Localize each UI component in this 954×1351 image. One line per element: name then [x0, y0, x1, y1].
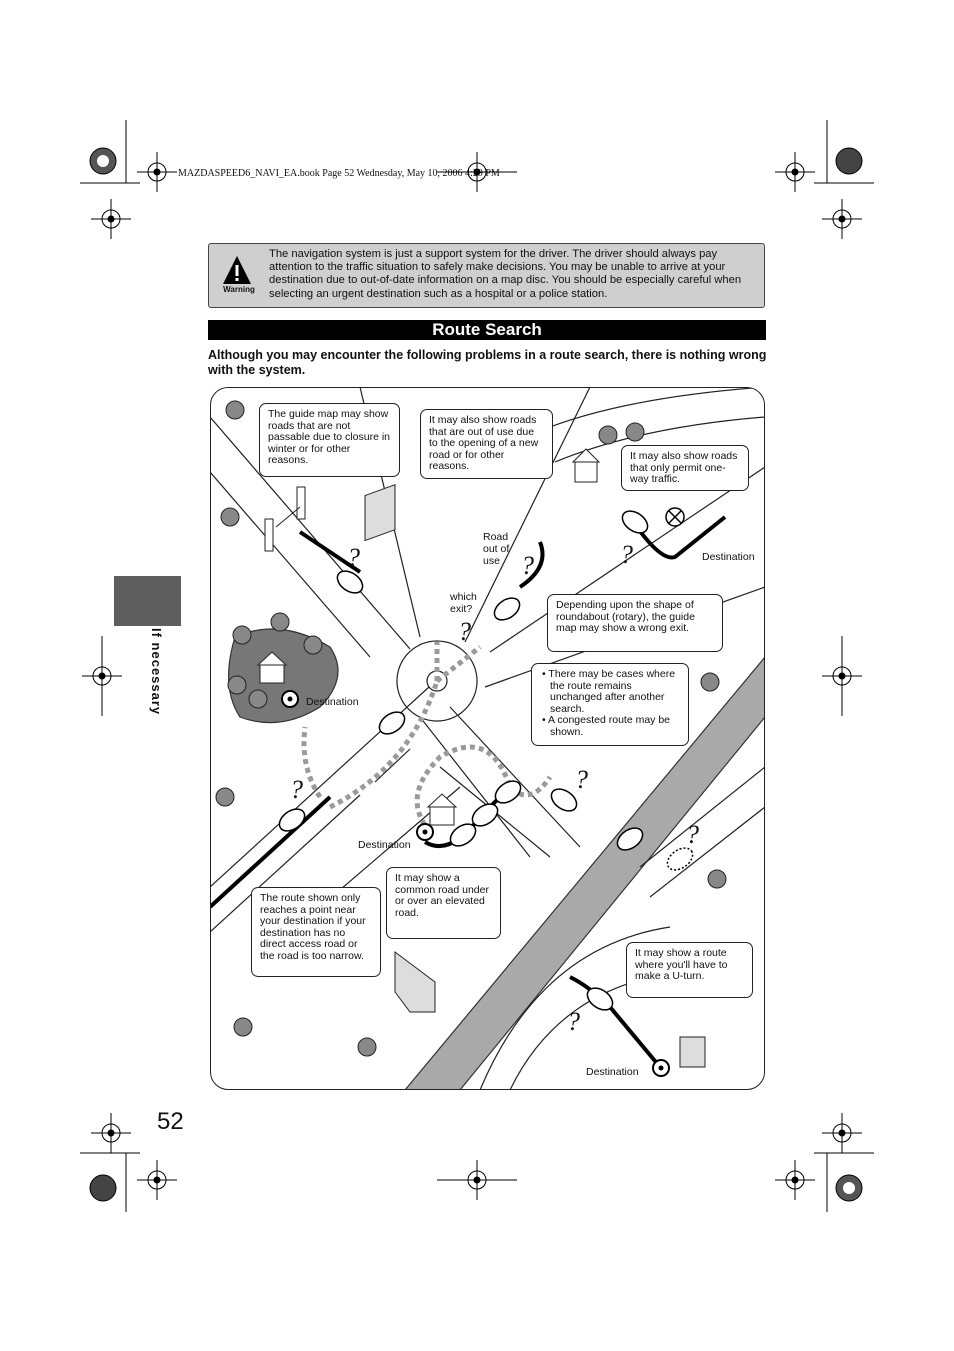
side-tab-label: If necessary	[149, 628, 164, 716]
callout-roundabout: Depending upon the shape of roundabout (…	[547, 594, 723, 652]
callout-unchanged-item-1: There may be cases where the route remai…	[548, 668, 680, 715]
callout-unchanged: There may be cases where the route remai…	[531, 663, 689, 746]
question-mark: ?	[521, 551, 534, 580]
label-which-exit: which exit?	[450, 591, 477, 615]
side-tab-marker	[114, 576, 181, 626]
book-header-line: MAZDASPEED6_NAVI_EA.book Page 52 Wednesd…	[178, 168, 500, 179]
callout-closure: The guide map may show roads that are no…	[259, 403, 400, 477]
question-mark: ?	[575, 765, 588, 794]
callout-elevated: It may show a common road under or over …	[386, 867, 501, 939]
callout-u-turn: It may show a route where you'll have to…	[626, 942, 753, 998]
question-mark: ?	[458, 617, 471, 646]
side-tab-label-container: If necessary	[140, 628, 170, 728]
map-frame	[210, 387, 765, 1090]
warning-box: Warning The navigation system is just a …	[208, 243, 765, 308]
label-destination-u-turn: Destination	[586, 1066, 639, 1078]
warning-text: The navigation system is just a support …	[269, 248, 742, 300]
warning-label: Warning	[223, 285, 255, 294]
section-title: Route Search	[208, 320, 766, 340]
question-mark: ?	[620, 540, 633, 569]
question-mark: ?	[290, 775, 303, 804]
label-destination-park: Destination	[306, 696, 359, 708]
label-destination-one-way: Destination	[702, 551, 755, 563]
callout-narrow: The route shown only reaches a point nea…	[251, 887, 381, 977]
warning-triangle-icon	[223, 256, 251, 284]
route-search-illustration: The guide map may show roads that are no…	[210, 387, 765, 1090]
question-mark: ?	[347, 543, 360, 572]
question-mark: ?	[567, 1007, 580, 1036]
callout-unchanged-item-2: A congested route may be shown.	[548, 714, 680, 738]
page-number: 52	[157, 1108, 184, 1135]
callout-one-way: It may also show roads that only permit …	[621, 445, 749, 491]
section-intro: Although you may encounter the following…	[208, 348, 767, 377]
label-destination-center: Destination	[358, 839, 411, 851]
label-road-out-of-use: Road out of use	[483, 531, 510, 567]
question-mark: ?	[686, 820, 699, 849]
callout-out-of-use: It may also show roads that are out of u…	[420, 409, 553, 479]
map-drawing	[210, 387, 765, 1090]
